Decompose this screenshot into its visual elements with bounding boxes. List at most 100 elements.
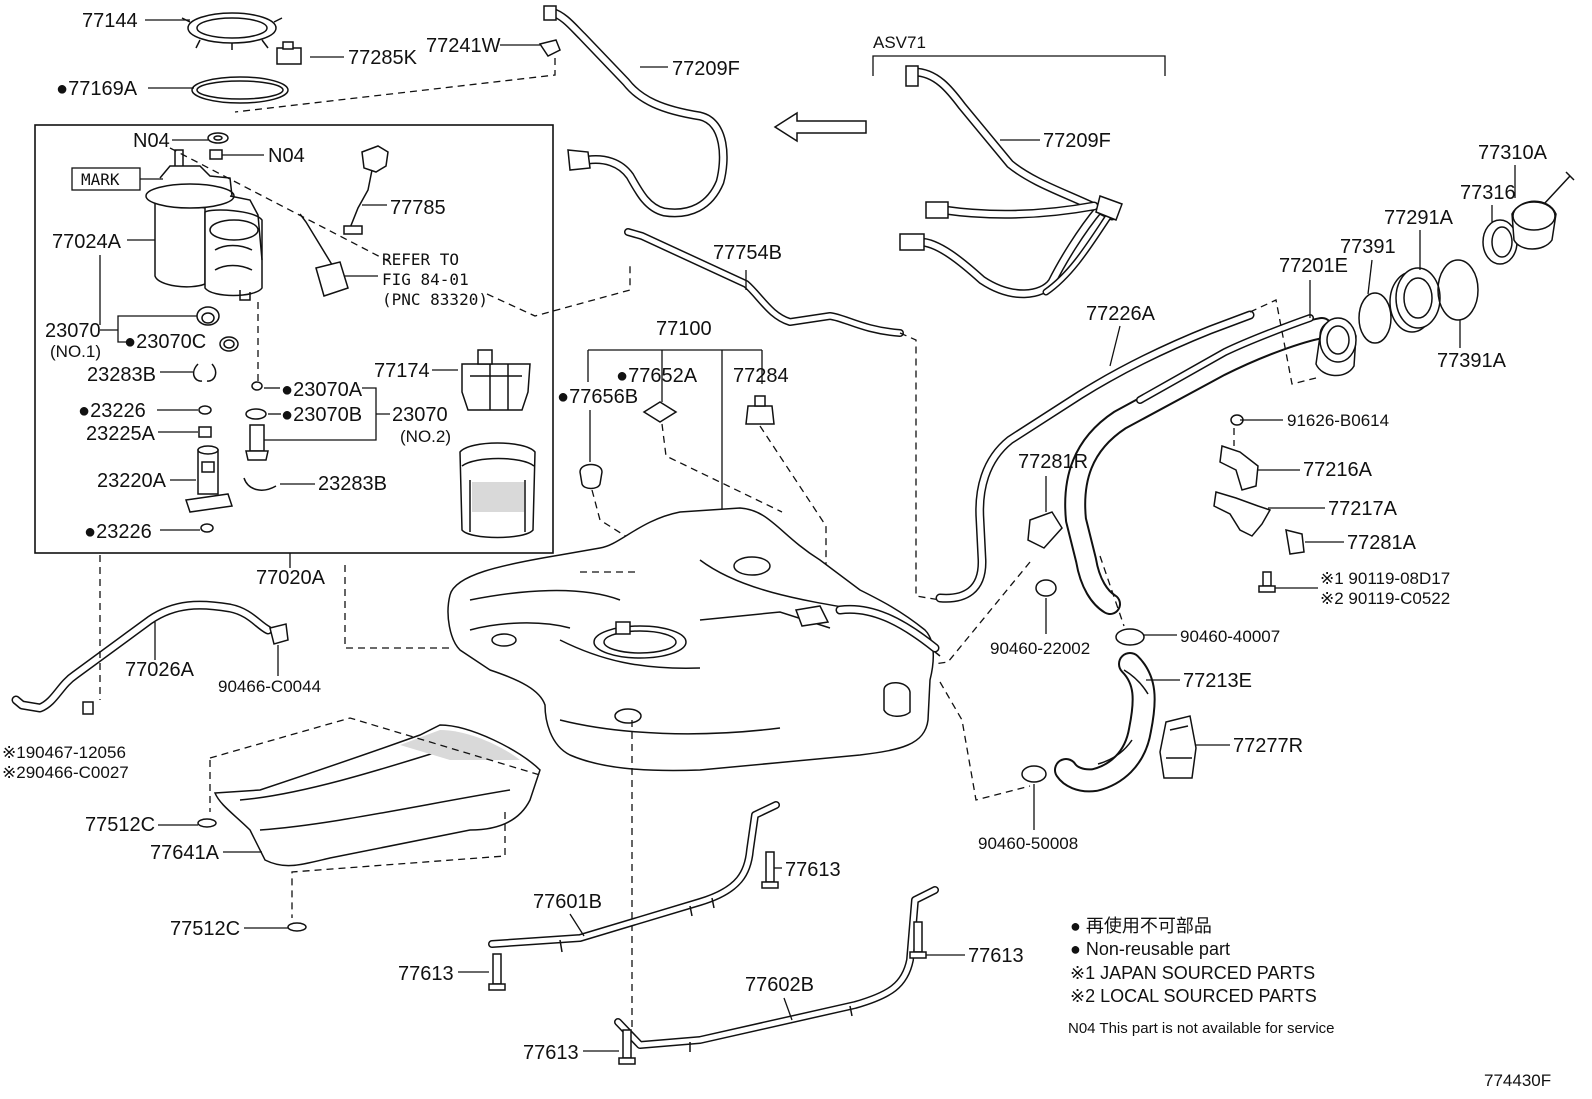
plug-77656B <box>579 463 603 490</box>
callout-bolt-a: 77613 <box>785 859 841 881</box>
refer-note-line2: FIG 84-01 <box>382 270 469 289</box>
legend-n04-note: N04 This part is not available for servi… <box>1068 1020 1335 1037</box>
callout-lock-ring: 77144 <box>82 10 138 32</box>
callout-pump-module: 77024A <box>52 231 122 253</box>
clip-77281A <box>1285 528 1305 555</box>
cushion-23225A <box>198 426 212 438</box>
callout-heat-insulator: 77641A <box>150 842 220 864</box>
clip-77241W <box>538 39 561 57</box>
tank-assembly-bracket <box>587 349 763 705</box>
gasket-77391A <box>1437 259 1479 321</box>
clip-90466-C0044 <box>269 623 289 645</box>
callout-ring-23070B: ●23070B <box>281 404 362 426</box>
valve-77284 <box>745 395 775 425</box>
callout-protector: 77277R <box>1233 735 1303 757</box>
fuel-pump-module-77024A <box>145 149 263 301</box>
strap-77602B <box>614 886 939 1052</box>
callout-bracket-77216A: 77216A <box>1303 459 1373 481</box>
mark-label: MARK <box>81 170 120 189</box>
float-arm <box>299 213 349 297</box>
refer-note-line3: (PNC 83320) <box>382 290 488 309</box>
callout-strap-77602B: 77602B <box>745 974 814 996</box>
callout-valve: 77284 <box>733 365 789 387</box>
filter-23070C <box>196 306 239 352</box>
callout-tank-assembly: 77100 <box>656 318 712 340</box>
gasket-77169A <box>191 76 289 104</box>
refer-note-line1: REFER TO <box>382 250 459 269</box>
fuel-cap-77310A <box>1511 171 1575 250</box>
callout-sender-gauge: 77785 <box>390 197 446 219</box>
callout-bracket-77217A: 77217A <box>1328 498 1398 520</box>
callout-filter-no1: 23070 <box>45 320 101 342</box>
callout-fuel-cap: 77310A <box>1478 142 1548 164</box>
callout-clip-local: ※290466-C0027 <box>2 763 129 782</box>
bracket-77217A <box>1213 491 1272 537</box>
ring-23226-upper <box>198 405 212 415</box>
ring-23070B <box>245 408 267 420</box>
callout-clip-japan: ※190467-12056 <box>2 743 126 762</box>
bolt-77613-d <box>618 1029 636 1065</box>
bolt-77613-a <box>761 851 779 889</box>
clamp-90460-40007 <box>1115 628 1145 646</box>
clip-77512C-upper <box>197 818 217 828</box>
callout-cup: 77174 <box>374 360 430 382</box>
callout-filter-no2: 23070 <box>392 404 448 426</box>
callout-filter-23070C: ●23070C <box>124 331 206 353</box>
figure-id: 774430F <box>1484 1071 1551 1090</box>
pressure-regulator <box>245 424 269 461</box>
model-bracket <box>872 55 1166 76</box>
clip-77512C-lower <box>287 922 307 932</box>
filler-pipe-77201E <box>1064 314 1357 615</box>
callout-plug: ●77656B <box>557 386 638 408</box>
model-label: ASV71 <box>873 33 926 52</box>
bolt-90119 <box>1258 571 1276 593</box>
callout-hose-77213E: 77213E <box>1183 670 1252 692</box>
hose-77209F-asv71 <box>899 65 1123 299</box>
direction-arrow-icon <box>773 111 867 143</box>
sub-tank-cup-77174 <box>461 349 531 411</box>
clamp-90460-50008 <box>1021 765 1047 783</box>
callout-pad: ●77652A <box>616 365 698 387</box>
breather-tube-77226A <box>935 310 1255 603</box>
filler-neck-77291A <box>1389 267 1441 333</box>
callout-hose-asv71: 77209F <box>1043 130 1111 152</box>
clip-23283B-left <box>192 363 217 382</box>
callout-clip-91626: 91626-B0614 <box>1287 411 1389 430</box>
callout-clamp-50008: 90460-50008 <box>978 834 1078 853</box>
callout-connector: 77285K <box>348 47 418 69</box>
ring-23070A <box>251 381 263 391</box>
hose-77213E <box>1054 652 1156 793</box>
callout-ring-77316: 77316 <box>1460 182 1516 204</box>
fuel-tank-77001 <box>447 507 941 772</box>
bracket-77216A <box>1219 444 1259 491</box>
callout-strap-77601B: 77601B <box>533 891 602 913</box>
callout-bolt-local: ※2 90119-C0522 <box>1320 589 1450 608</box>
lock-ring-77144 <box>181 12 283 50</box>
callout-breather-tube: 77226A <box>1086 303 1156 325</box>
legend-nonreusable-en: ● Non-reusable part <box>1070 939 1230 959</box>
callout-filler-pipe: 77201E <box>1279 255 1348 277</box>
vent-tube-77754B <box>624 228 904 337</box>
callout-filler-neck: 77291A <box>1384 207 1454 229</box>
pad-77652A <box>642 401 678 423</box>
callout-clip-right: 23283B <box>318 473 387 495</box>
callout-clamp-40007: 90460-40007 <box>1180 627 1280 646</box>
pump-module-assembly-frame <box>34 124 554 554</box>
strap-77601B <box>488 801 780 953</box>
clip-90467-12056 <box>82 701 94 715</box>
bolt-77613-b <box>488 953 506 991</box>
callout-ring-23226-lower: ●23226 <box>84 521 152 543</box>
gasket-77391 <box>1358 292 1392 344</box>
callout-vent-tube: 77754B <box>713 242 782 264</box>
callout-clamp-22002: 90460-22002 <box>990 639 1090 658</box>
legend-japan-sourced: ※1 JAPAN SOURCED PARTS <box>1070 963 1315 983</box>
fuel-pump-23220A <box>185 445 233 513</box>
callout-hose-77026A: 77026A <box>125 659 195 681</box>
legend: ● 再使用不可部品 ● Non-reusable part ※1 JAPAN S… <box>1068 916 1335 1037</box>
callout-n04-upper: N04 <box>133 130 170 152</box>
sender-gauge-77785 <box>343 145 389 235</box>
callout-assembly: 77020A <box>256 567 326 589</box>
callout-gasket: ●77169A <box>56 78 138 100</box>
callout-bolt-b: 77613 <box>398 963 454 985</box>
